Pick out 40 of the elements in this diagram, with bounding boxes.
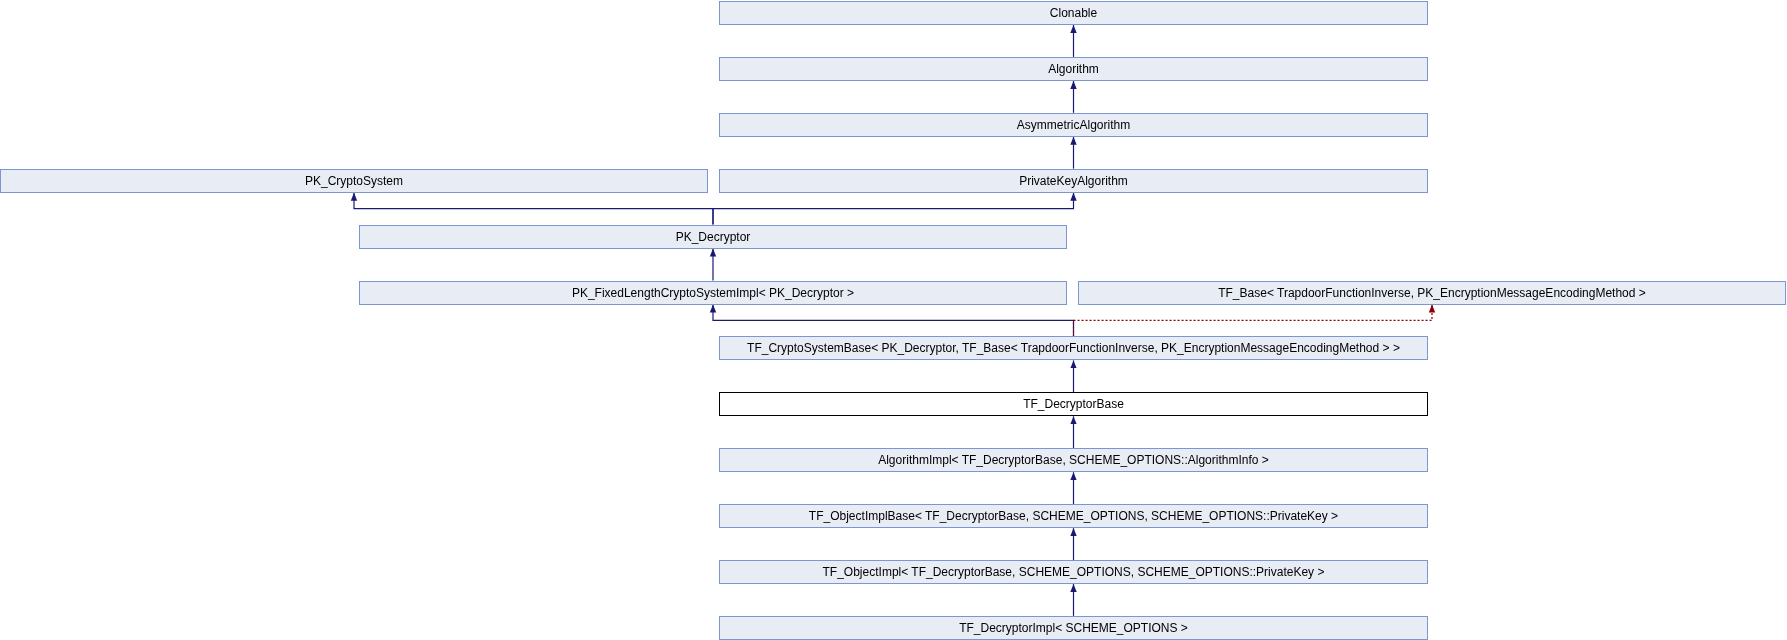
arrow	[1070, 471, 1077, 505]
arrow	[1070, 527, 1077, 561]
class-name: PrivateKeyAlgorithm	[1019, 173, 1128, 188]
class-box	[719, 615, 1428, 640]
class-box	[0, 168, 708, 193]
class-box	[719, 392, 1428, 417]
class-name: PK_CryptoSystem	[304, 173, 403, 188]
class-box	[719, 336, 1428, 361]
arrow	[1070, 415, 1077, 449]
class-name: TF_DecryptorImpl< SCHEME_OPTIONS >	[959, 620, 1188, 635]
class-box	[719, 112, 1428, 137]
class-box	[719, 448, 1428, 473]
class-name: PK_FixedLengthCryptoSystemImpl< PK_Decryptor >	[571, 285, 855, 300]
class-box	[1078, 280, 1786, 305]
arrow	[1070, 24, 1077, 58]
class-name: TF_Base< TrapdoorFunctionInverse, PK_EncryptionMessageEncodingMethod >	[1218, 285, 1646, 300]
arrow	[712, 192, 1077, 226]
dashed-arrow	[1072, 303, 1436, 337]
class-box	[719, 504, 1428, 529]
class-name: PK_Decryptor	[675, 229, 751, 244]
class-name: TF_ObjectImpl< TF_DecryptorBase, SCHEME_OPTIONS, SCHEME_OPTIONS::PrivateKey >	[822, 565, 1325, 579]
class-name: AsymmetricAlgorithm	[1016, 117, 1131, 132]
class-name: TF_CryptoSystemBase< PK_Decryptor, TF_Base< TrapdoorFunctionInverse, PK_EncryptionMessageEncodingMethod > >	[747, 341, 1400, 356]
class-box	[719, 168, 1428, 193]
arrow	[709, 248, 717, 282]
arrow	[709, 303, 1075, 337]
class-box	[719, 1, 1428, 25]
class-box	[719, 56, 1428, 81]
class-box	[359, 224, 1067, 249]
class-box	[359, 280, 1067, 305]
class-name: Clonable	[1049, 6, 1098, 20]
class-name: TF_ObjectImplBase< TF_DecryptorBase, SCHEME_OPTIONS, SCHEME_OPTIONS::PrivateKey >	[808, 509, 1339, 524]
class-name: TF_DecryptorBase	[1023, 397, 1124, 412]
arrow	[1070, 80, 1077, 114]
class-box	[719, 560, 1428, 584]
class-name: Algorithm	[1048, 61, 1099, 76]
arrow	[1070, 359, 1077, 393]
class-name: AlgorithmImpl< TF_DecryptorBase, SCHEME_OPTIONS::AlgorithmInfo >	[878, 453, 1269, 468]
arrow	[1070, 136, 1077, 170]
arrow	[1070, 583, 1077, 617]
